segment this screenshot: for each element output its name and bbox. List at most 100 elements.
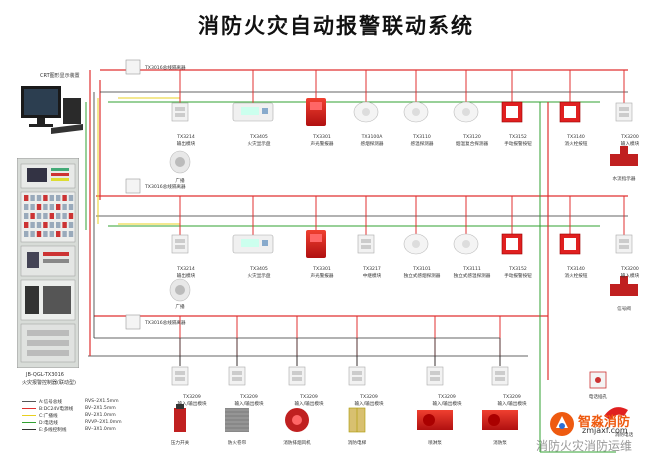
device-code: TX3120 [462,134,481,140]
device-name: 喷淋泵 [428,439,442,446]
legend-text: E:多线控制线 [39,427,67,433]
device-name: 输入模块 [621,272,640,279]
brand-name: 智淼消防 [578,415,631,430]
device-code: TX3214 [176,266,195,272]
device-name: 手动报警按钮 [504,140,532,147]
wiring-layer [85,69,628,453]
device-name: 独立式感温探测器 [454,272,491,279]
legend-spec: BV–2X1.5mm [85,406,116,411]
legend-swatch [22,400,36,403]
device-name: 声光警报器 [311,140,334,147]
legend-swatch [22,421,36,424]
device-name: 压力开关 [171,439,190,446]
fire-phone-icon [604,407,628,420]
module-icon [348,366,366,386]
device-code: TX3152 [508,266,527,272]
legend-swatch [22,414,36,417]
page-title: 消防火灾自动报警联动系统 [198,14,474,38]
device-code: TX3301 [312,266,331,272]
device-name: 独立式感烟探测器 [404,272,441,279]
module-code: TX3209 [502,394,521,400]
valve-icon [610,154,638,166]
legend-row: C:广播线 BV–2X1.0mm [22,412,132,419]
bus-isolator-label: TX3016总线隔离器 [144,64,186,71]
device-name: 消防排烟风机 [283,439,311,446]
device-code: TX3101 [412,266,431,272]
fire-alarm-cabinet [17,158,79,368]
module-icon [491,366,509,386]
valve-label: 信号阀 [617,305,631,312]
legend-row: E:多线控制线 BV–3X1.0mm [22,426,132,433]
crt-monitor [21,86,83,134]
module-name: 输入/输出模块 [497,400,527,407]
device-name: 烟温复合探测器 [456,140,489,147]
device-code: TX3100A [361,134,384,140]
module-icon [615,102,633,122]
labels-layer: TX3016总线隔离器TX3016总线隔离器TX3016总线隔离器TX3214输… [144,64,640,446]
device-code: TX3152 [508,134,527,140]
device-name: 感温探测器 [411,140,434,147]
module-code: TX3209 [239,394,258,400]
legend-spec: BV–2X1.0mm [85,413,116,418]
module-icon [171,102,189,122]
legend-row: D:电话线 RVVP–2X1.0mm [22,419,132,426]
speaker-label: 广播 [175,177,185,184]
module-icon [357,234,375,254]
module-icon [228,366,246,386]
module-icon [288,366,306,386]
device-name: 输入模块 [621,140,640,147]
module-name: 输入/输出模块 [234,400,264,407]
valve-icon [610,284,638,296]
cabinet-name: 火灾报警控制器(联动型) [22,380,76,386]
device-name: 消防电梯 [348,439,367,446]
bus-isolator-label: TX3016总线隔离器 [144,183,186,190]
legend-swatch [22,428,36,431]
legend-text: C:广播线 [39,413,58,419]
legend-text: B:DC24V电源线 [39,406,74,412]
bus-isolator [125,314,141,330]
device-code: TX3140 [566,266,585,272]
speaker-label: 广播 [175,303,185,310]
legend-text: D:电话线 [39,420,58,426]
device-name: 消防泵 [493,439,507,446]
brand-logo-icon [550,412,574,436]
module-code: TX3209 [437,394,456,400]
device-code: TX3217 [362,266,381,272]
module-code: TX3209 [299,394,318,400]
legend-row: B:DC24V电源线 BV–2X1.5mm [22,405,132,412]
device-code: TX3200 [620,266,639,272]
module-icon [615,234,633,254]
module-code: TX3209 [182,394,201,400]
crt-label: CRT图形显示装置 [40,73,80,79]
device-name: 感烟探测器 [361,140,384,147]
shutter-icon [225,408,249,432]
cabinet-model: JB-QGL-TX3016 [26,372,64,378]
phone-jack-label: 电话插孔 [589,393,608,400]
fire-phone-label: 消防电话 [615,431,634,438]
module-icon [426,366,444,386]
device-code: TX3214 [176,134,195,140]
legend-spec: BV–3X1.0mm [85,427,116,432]
legend-text: A:信号总线 [39,399,62,405]
device-name: 输出模块 [177,272,196,279]
device-code: TX3405 [249,266,268,272]
device-name: 火灾显示盘 [248,140,271,147]
brand-url: zmjaxf.com [582,426,628,435]
legend-spec: RVS–2X1.5mm [85,399,119,404]
device-name: 防火卷帘 [228,439,247,446]
module-name: 输入/输出模块 [354,400,384,407]
legend-row: A:信号总线 RVS–2X1.5mm [22,398,132,405]
module-name: 输入/输出模块 [294,400,324,407]
module-icon [171,366,189,386]
device-code: TX3140 [566,134,585,140]
device-code: TX3301 [312,134,331,140]
bus-isolator-label: TX3016总线隔离器 [144,319,186,326]
legend-spec: RVVP–2X1.0mm [85,420,122,425]
device-code: TX3111 [462,266,481,272]
device-name: 声光警报器 [311,272,334,279]
module-code: TX3209 [359,394,378,400]
device-name: 输出模块 [177,140,196,147]
watermark-text: 消防火灾消防运维 [536,439,633,453]
module-icon [171,234,189,254]
